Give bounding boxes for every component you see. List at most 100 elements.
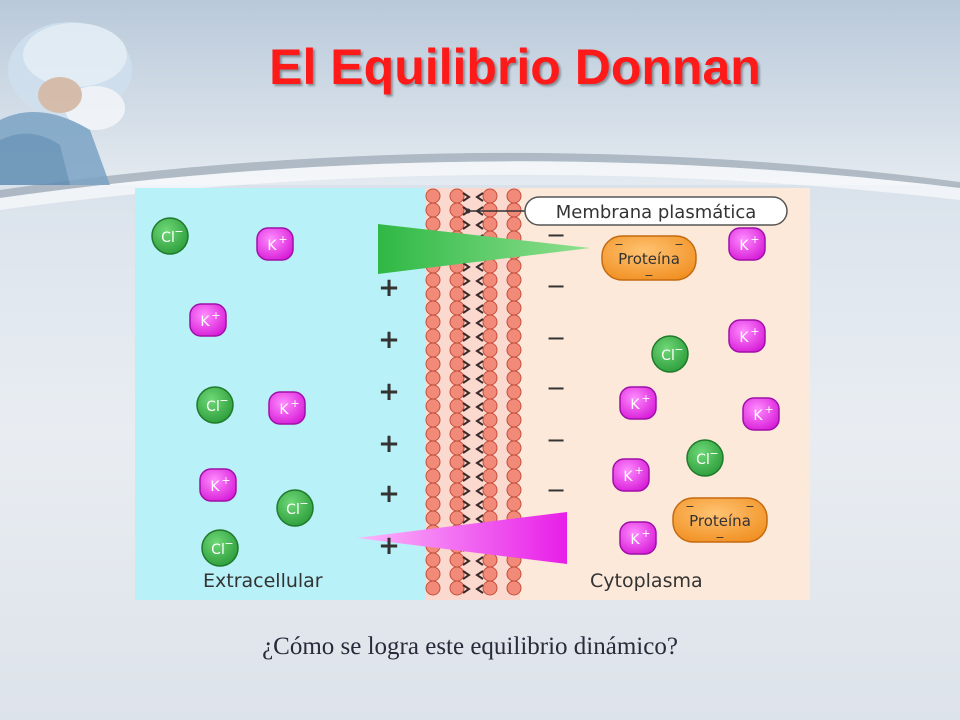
lipid-head bbox=[506, 286, 522, 302]
lipid-tail bbox=[462, 332, 484, 342]
lipid-head bbox=[425, 426, 441, 442]
lipid-head bbox=[425, 384, 441, 400]
svg-text:K: K bbox=[267, 238, 277, 254]
k-ion: K + bbox=[612, 458, 650, 492]
lipid-head bbox=[506, 342, 522, 358]
svg-text:−: − bbox=[674, 238, 683, 251]
lipid-head bbox=[506, 370, 522, 386]
lipid-head bbox=[425, 300, 441, 316]
svg-text:+: + bbox=[278, 233, 287, 246]
svg-text:K: K bbox=[753, 408, 763, 424]
lipid-head bbox=[425, 370, 441, 386]
svg-text:−: − bbox=[614, 238, 623, 251]
lipid-head bbox=[482, 272, 498, 288]
lipid-head bbox=[506, 426, 522, 442]
svg-text:−: − bbox=[674, 343, 683, 356]
svg-text:K: K bbox=[739, 330, 749, 346]
lipid-tail bbox=[462, 276, 484, 286]
plus-sign: + bbox=[378, 429, 400, 459]
svg-text:+: + bbox=[634, 464, 643, 477]
lipid-head bbox=[506, 272, 522, 288]
svg-text:−: − bbox=[299, 497, 308, 510]
k-ion: K + bbox=[619, 386, 657, 420]
lipid-tail bbox=[462, 416, 484, 426]
lipid-head bbox=[449, 342, 465, 358]
lipid-head bbox=[482, 314, 498, 330]
lipid-head bbox=[506, 202, 522, 218]
k-ion: K + bbox=[728, 227, 766, 261]
svg-text:K: K bbox=[630, 397, 640, 413]
cl-ion: Cl − bbox=[651, 335, 689, 373]
lipid-head bbox=[449, 356, 465, 372]
lipid-tail bbox=[462, 346, 484, 356]
lipid-head bbox=[425, 552, 441, 568]
lipid-head bbox=[482, 566, 498, 582]
lipid-head bbox=[449, 426, 465, 442]
svg-text:+: + bbox=[750, 325, 759, 338]
svg-text:+: + bbox=[641, 392, 650, 405]
slide-caption: ¿Cómo se logra este equilibrio dinámico? bbox=[262, 633, 678, 660]
plus-charges: + + + + + + bbox=[378, 273, 400, 561]
lipid-head bbox=[449, 566, 465, 582]
lipid-tail bbox=[462, 486, 484, 496]
surgeon-photo bbox=[0, 22, 132, 185]
lipid-bilayer bbox=[425, 188, 522, 596]
extracellular-label: Extracellular bbox=[203, 570, 323, 592]
svg-text:Proteína: Proteína bbox=[618, 250, 680, 268]
lipid-head bbox=[482, 188, 498, 204]
svg-text:−: − bbox=[224, 537, 233, 550]
lipid-head bbox=[449, 468, 465, 484]
lipid-tail bbox=[462, 556, 484, 566]
lipid-head bbox=[425, 188, 441, 204]
lipid-head bbox=[425, 356, 441, 372]
lipid-head bbox=[449, 454, 465, 470]
lipid-head bbox=[449, 286, 465, 302]
lipid-head bbox=[425, 202, 441, 218]
svg-text:+: + bbox=[750, 233, 759, 246]
lipid-head bbox=[449, 398, 465, 414]
lipid-tail bbox=[462, 290, 484, 300]
lipid-head bbox=[482, 440, 498, 456]
lipid-head bbox=[425, 216, 441, 232]
lipid-head bbox=[449, 384, 465, 400]
lipid-tail bbox=[462, 500, 484, 510]
lipid-head bbox=[449, 328, 465, 344]
svg-text:Cl: Cl bbox=[161, 230, 175, 246]
svg-text:K: K bbox=[200, 314, 210, 330]
lipid-head bbox=[425, 412, 441, 428]
lipid-head bbox=[506, 440, 522, 456]
svg-text:Proteína: Proteína bbox=[689, 512, 751, 530]
lipid-head bbox=[506, 468, 522, 484]
lipid-head bbox=[425, 580, 441, 596]
lipid-head bbox=[425, 566, 441, 582]
lipid-head bbox=[506, 216, 522, 232]
minus-sign: − bbox=[546, 476, 566, 504]
minus-sign: − bbox=[546, 426, 566, 454]
lipid-tail bbox=[462, 514, 484, 524]
svg-text:K: K bbox=[279, 402, 289, 418]
lipid-head bbox=[425, 496, 441, 512]
slide-title: El Equilibrio Donnan bbox=[269, 39, 761, 95]
lipid-head bbox=[506, 188, 522, 204]
lipid-tail bbox=[462, 458, 484, 468]
lipid-tail bbox=[462, 360, 484, 370]
plus-sign: + bbox=[378, 479, 400, 509]
svg-text:K: K bbox=[630, 532, 640, 548]
svg-text:+: + bbox=[221, 474, 230, 487]
lipid-head bbox=[506, 300, 522, 316]
lipid-tail bbox=[462, 444, 484, 454]
svg-text:+: + bbox=[211, 309, 220, 322]
lipid-head bbox=[506, 356, 522, 372]
lipid-tail bbox=[462, 318, 484, 328]
svg-text:−: − bbox=[644, 269, 653, 282]
donnan-diagram: Membrana plasmática + + + + + + − − − − … bbox=[135, 188, 810, 600]
svg-text:K: K bbox=[739, 238, 749, 254]
svg-text:Cl: Cl bbox=[661, 348, 675, 364]
k-ion: K + bbox=[256, 227, 294, 261]
lipid-head bbox=[482, 286, 498, 302]
svg-text:K: K bbox=[623, 469, 633, 485]
lipid-head bbox=[506, 482, 522, 498]
minus-sign: − bbox=[546, 221, 566, 249]
svg-text:Cl: Cl bbox=[211, 542, 225, 558]
